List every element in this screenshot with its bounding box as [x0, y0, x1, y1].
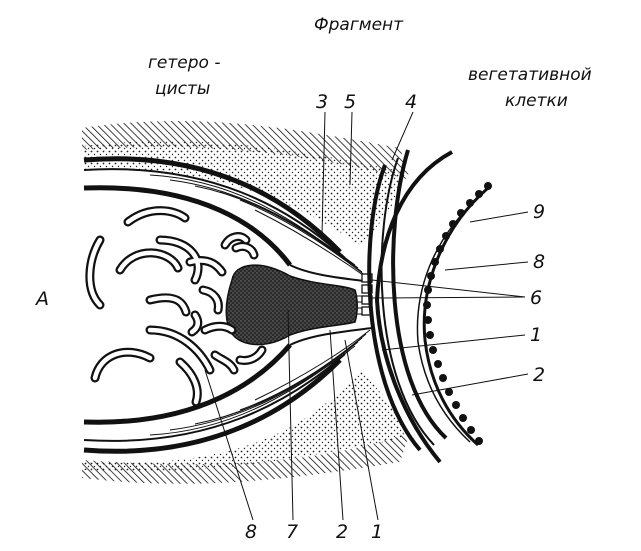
label-panel-a: А	[34, 288, 49, 310]
num-1-right: 1	[530, 324, 542, 346]
label-vegetative-2: клетки	[505, 91, 568, 111]
num-2-right: 2	[533, 364, 545, 386]
num-8-bottom: 8	[245, 521, 257, 543]
num-4-top: 4	[405, 91, 417, 113]
label-vegetative-1: вегетативной	[468, 65, 592, 85]
label-heterocyst-2: цисты	[155, 79, 210, 99]
num-9-right: 9	[533, 201, 545, 223]
num-1-bottom: 1	[371, 521, 383, 543]
num-5-top: 5	[344, 91, 356, 113]
num-8-right: 8	[533, 251, 545, 273]
label-fragment: Фрагмент	[314, 15, 404, 35]
num-6-right: 6	[530, 287, 542, 309]
num-7-bottom: 7	[286, 521, 298, 543]
label-heterocyst-1: гетеро -	[148, 53, 220, 73]
num-2-bottom: 2	[336, 521, 348, 543]
num-3-top: 3	[316, 91, 328, 113]
